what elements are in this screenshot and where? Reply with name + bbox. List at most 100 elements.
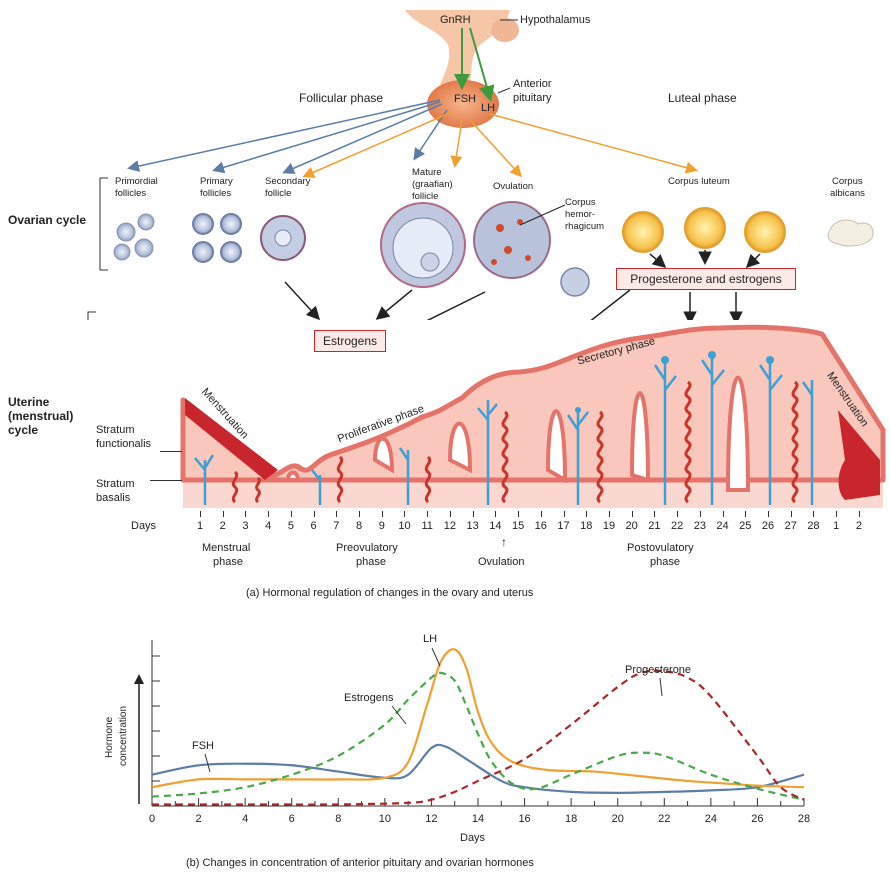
uterine-label-1: Uterine [8, 395, 50, 409]
x-tick-label: 28 [798, 813, 810, 825]
series-progesterone-line [151, 669, 805, 806]
corpus-luteum-group [622, 207, 786, 253]
day-tick [268, 511, 270, 517]
day-tick [495, 511, 497, 517]
lh-pit-label: LH [481, 102, 496, 114]
day-label: 7 [333, 520, 340, 532]
x-tick-label: 18 [565, 813, 577, 825]
series-lh-line [151, 648, 805, 789]
day-label: 22 [670, 520, 684, 532]
day-tick [586, 511, 588, 517]
day-tick [245, 511, 247, 517]
x-tick-label: 2 [196, 813, 202, 825]
menstrual-phase-label-1: Menstrual [202, 542, 251, 554]
pituitary-arrows-svg [87, 10, 874, 320]
corpus-hem-label-3: rhagicum [565, 221, 605, 232]
primordial-label-2: follicles [115, 188, 147, 199]
day-tick [518, 511, 520, 517]
corpus-albicans-label-1: Corpus [832, 176, 863, 187]
day-label: 1 [833, 520, 840, 532]
lh-series-label: LH [423, 633, 438, 645]
day-tick [222, 511, 224, 517]
day-label: 12 [443, 520, 457, 532]
x-tick-label: 22 [658, 813, 670, 825]
estrogens-box: Estrogens [314, 330, 386, 352]
day-tick [313, 511, 315, 517]
x-tick-label: 26 [751, 813, 763, 825]
day-tick [654, 511, 656, 517]
day-label: 14 [489, 520, 502, 532]
functionalis-label-1: Stratum [96, 424, 135, 436]
day-label: 2 [855, 520, 862, 532]
functionalis-leader [160, 451, 182, 452]
day-label: 5 [287, 520, 294, 532]
day-label: 9 [378, 520, 385, 532]
corpus-luteum-label: Corpus luteum [668, 176, 730, 187]
days-row-label: Days [131, 520, 157, 532]
day-tick [540, 511, 542, 517]
x-tick-label: 4 [242, 813, 248, 825]
y-arrow-head [134, 674, 144, 684]
ovulating-follicle [473, 201, 551, 279]
day-label: 23 [693, 520, 706, 532]
anterior-pituitary-label-1: Anterior [513, 78, 552, 90]
basalis-label-2: basalis [96, 492, 131, 504]
day-tick [290, 511, 292, 517]
x-tick-label: 14 [472, 813, 484, 825]
uterine-lining-svg [180, 324, 886, 508]
luteal-phase-label: Luteal phase [668, 91, 737, 105]
x-tick-label: 12 [425, 813, 437, 825]
day-label: 21 [648, 520, 661, 532]
y-axis-label-2: concentration [118, 705, 129, 766]
day-label: 17 [557, 520, 570, 532]
x-tick-label: 0 [149, 813, 155, 825]
ovarian-cycle-label: Ovarian cycle [8, 213, 87, 227]
x-axis-label: Days [460, 832, 486, 844]
estrogens-leader [391, 705, 407, 725]
day-label: 11 [421, 520, 433, 532]
day-label: 1 [196, 520, 204, 532]
day-label: 24 [716, 520, 729, 532]
mature-label-3: follicle [412, 191, 439, 202]
endometrium-tissue [180, 324, 886, 483]
hypothalamus-shape [405, 10, 510, 85]
lh-leader [431, 647, 441, 667]
primary-label-2: follicles [200, 188, 232, 199]
day-label: 3 [242, 520, 249, 532]
day-label: 16 [534, 520, 547, 532]
anterior-pituitary-label-2: pituitary [513, 92, 552, 104]
estrogens-series-label: Estrogens [344, 692, 394, 704]
day-tick [745, 511, 747, 517]
series-estrogens-line [151, 671, 805, 801]
day-label: 18 [580, 520, 593, 532]
ovulation-ovary-label: Ovulation [493, 181, 534, 192]
day-tick [404, 511, 406, 517]
series-fsh-line [151, 743, 805, 794]
mature-label-1: Mature [412, 167, 442, 178]
x-tick-label: 16 [518, 813, 530, 825]
day-tick [427, 511, 429, 517]
day-label: 4 [265, 520, 272, 532]
progesterone-series-label: Progesterone [625, 664, 692, 676]
day-tick [449, 511, 451, 517]
day-tick [722, 511, 724, 517]
day-tick [472, 511, 474, 517]
day-tick [836, 511, 838, 517]
postovulatory-phase-label-1: Postovulatory [627, 542, 694, 554]
day-tick [768, 511, 769, 517]
fsh-series-label: FSH [192, 740, 214, 752]
y-axis-label-1: Hormone [104, 716, 115, 758]
preovulatory-phase-label-1: Preovulatory [336, 542, 398, 554]
ovulation-day-label: Ovulation [478, 556, 525, 568]
day-label: 19 [602, 520, 616, 532]
day-label: 13 [466, 520, 479, 532]
day-tick [813, 511, 815, 517]
day-tick [608, 511, 610, 517]
basalis-leader [150, 480, 182, 481]
fsh-pit-label: FSH [454, 93, 476, 105]
day-tick [858, 511, 860, 517]
basalis-label-1: Stratum [96, 478, 135, 490]
ovulation-arrow: ↑ [501, 535, 507, 549]
x-tick-label: 20 [612, 813, 624, 825]
postovulatory-phase-label-2: phase [650, 556, 680, 568]
